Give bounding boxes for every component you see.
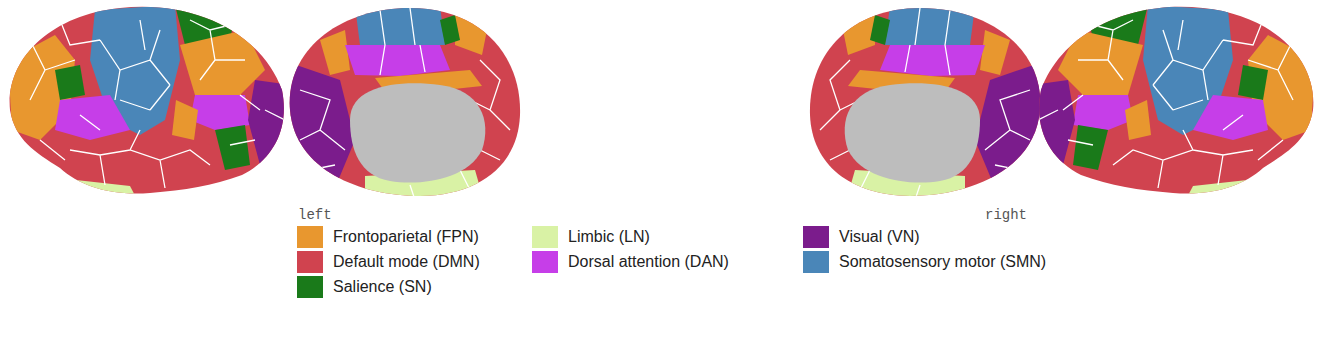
legend-text: Salience (SN) — [333, 276, 432, 298]
hemisphere-label: right — [985, 207, 1027, 223]
legend-swatch — [803, 251, 829, 273]
legend-text: Limbic (LN) — [568, 226, 650, 248]
legend-text: Somatosensory motor (SMN) — [839, 251, 1046, 273]
right-lateral-brain — [1023, 0, 1323, 205]
legend-text: Default mode (DMN) — [333, 251, 480, 273]
legend-swatch — [297, 276, 323, 298]
legend-text: Visual (VN) — [839, 226, 920, 248]
legend-swatch — [297, 251, 323, 273]
legend-swatch — [532, 226, 558, 248]
legend-text: Dorsal attention (DAN) — [568, 251, 729, 273]
hemisphere-label: left — [298, 207, 332, 223]
right-medial-brain — [800, 0, 1050, 205]
left-lateral-brain — [0, 0, 300, 205]
legend-swatch — [803, 226, 829, 248]
left-medial-brain — [280, 0, 530, 205]
legend-swatch — [297, 226, 323, 248]
legend-text: Frontoparietal (FPN) — [333, 226, 479, 248]
legend-swatch — [532, 251, 558, 273]
